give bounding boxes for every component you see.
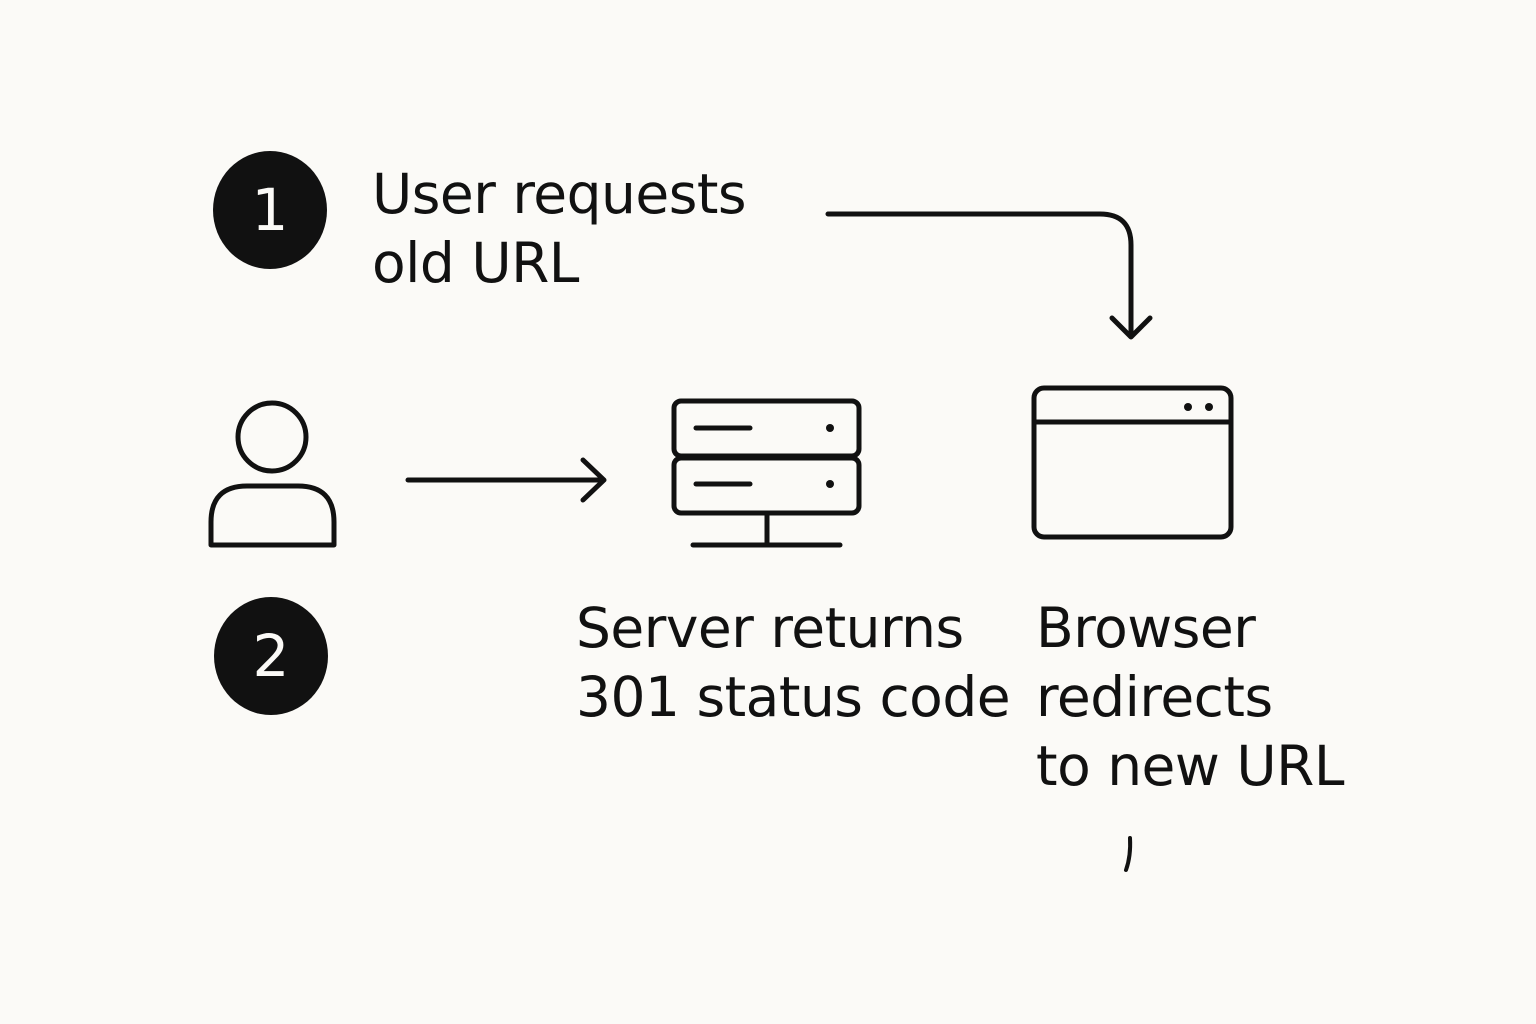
- browser-label-line-3: to new URL: [1036, 734, 1344, 798]
- step-2-number: 2: [252, 622, 290, 690]
- step-1-number: 1: [251, 176, 289, 244]
- server-icon: [671, 398, 862, 548]
- decorative-stroke: [1124, 836, 1133, 872]
- user-to-server-arrow: [405, 457, 607, 503]
- user-icon: [208, 400, 337, 548]
- browser-label-line-2: redirects: [1036, 665, 1273, 729]
- browser-label: Browser redirects to new URL: [1036, 594, 1344, 801]
- request-arrow: [825, 211, 1153, 340]
- user-request-line-1: User requests: [372, 162, 747, 226]
- browser-window-dots: [1184, 403, 1213, 411]
- server-label-line-1: Server returns: [576, 596, 964, 660]
- server-label: Server returns 301 status code: [576, 594, 1011, 732]
- step-1-badge: 1: [213, 151, 327, 269]
- user-request-label: User requests old URL: [372, 160, 747, 298]
- step-2-badge: 2: [214, 597, 328, 715]
- user-request-line-2: old URL: [372, 231, 579, 295]
- browser-window-icon: [1031, 385, 1234, 540]
- browser-label-line-1: Browser: [1036, 596, 1256, 660]
- server-status-dots: [826, 424, 834, 488]
- server-label-line-2: 301 status code: [576, 665, 1011, 729]
